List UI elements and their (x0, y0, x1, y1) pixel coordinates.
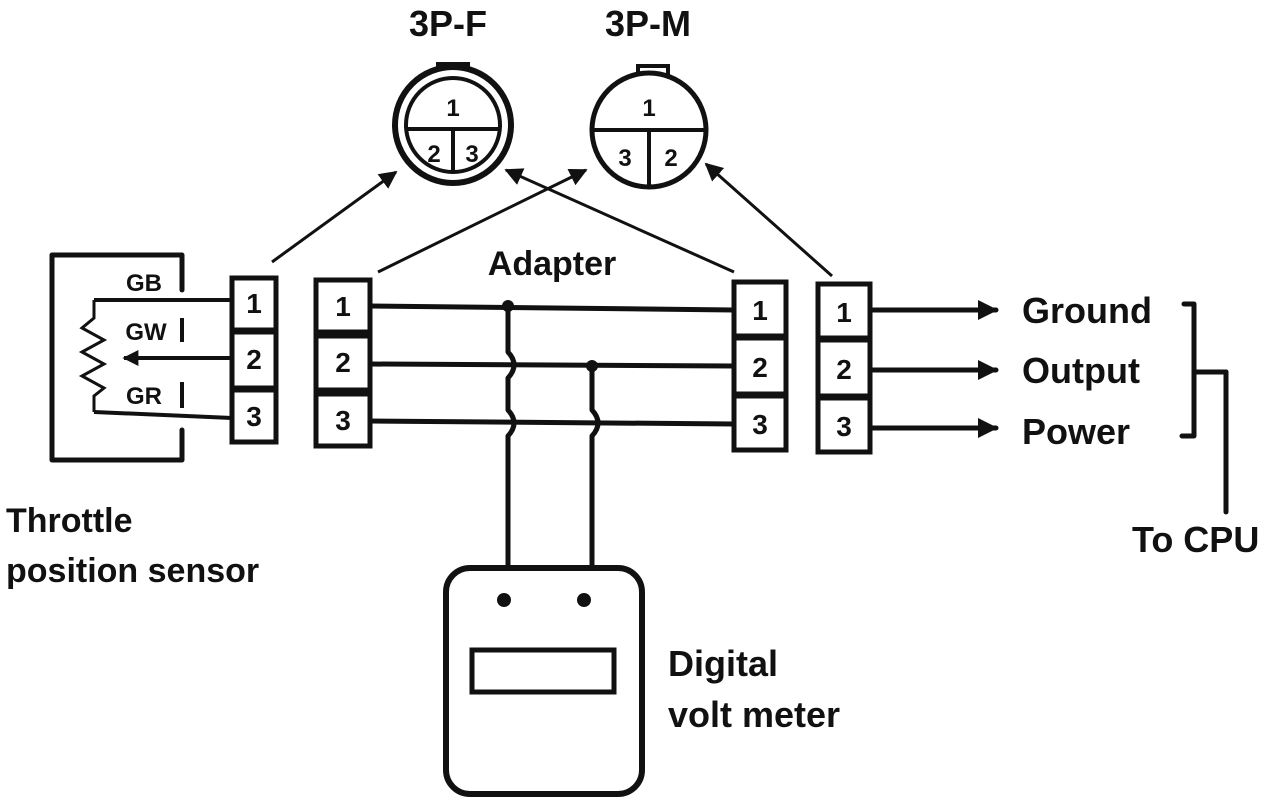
adapter-left-block: 1 2 3 (313, 277, 373, 449)
output-label-ground: Ground (1022, 290, 1152, 331)
male-pin-1: 1 (642, 95, 655, 122)
to-cpu-bracket (1179, 301, 1229, 515)
sensor-block-pin-2: 2 (246, 344, 262, 375)
adapter-right-pin-3: 3 (752, 409, 768, 440)
female-pin-1: 1 (446, 95, 459, 122)
meter-label-line2: volt meter (668, 694, 840, 735)
female-pin-2: 2 (427, 141, 440, 168)
wire-label-gw: GW (125, 319, 167, 346)
meter-probe-terminal-2 (577, 593, 591, 607)
sensor-block-to-female-arrow (271, 170, 398, 264)
adapter-right-to-female-arrow (504, 168, 735, 274)
adapter-wires (367, 300, 737, 603)
harness-connector-block: 1 2 3 (815, 281, 873, 455)
female-connector-face: 1 2 3 (392, 62, 514, 186)
adapter-label: Adapter (488, 245, 616, 283)
sensor-label-line1: Throttle (6, 502, 133, 540)
sensor-side-connector-block: 1 2 3 (229, 275, 279, 445)
sensor-block-pin-3: 3 (246, 401, 262, 432)
adapter-right-pin-1: 1 (752, 295, 768, 326)
adapter-left-pin-3: 3 (335, 405, 351, 436)
wire-label-gb: GB (126, 270, 162, 297)
male-connector-face: 1 3 2 (589, 64, 709, 190)
harness-pin-2: 2 (836, 354, 852, 385)
male-pin-3: 3 (618, 145, 631, 172)
harness-to-male-arrow (704, 162, 833, 278)
output-label-power: Power (1022, 411, 1130, 452)
meter-label-line1: Digital (668, 643, 778, 684)
output-label-output: Output (1022, 350, 1140, 391)
adapter-left-pin-2: 2 (335, 347, 351, 378)
meter-probe-terminal-1 (497, 593, 511, 607)
throttle-position-sensor: GB GW GR (49, 252, 233, 463)
female-connector-label: 3P-F (409, 3, 487, 44)
sensor-label-line2: position sensor (6, 552, 259, 590)
adapter-right-block: 1 2 3 (731, 279, 789, 453)
harness-pin-3: 3 (836, 411, 852, 442)
adapter-left-pin-1: 1 (335, 291, 351, 322)
adapter-right-pin-2: 2 (752, 352, 768, 383)
wire-label-gr: GR (126, 383, 162, 410)
female-pin-3: 3 (465, 141, 478, 168)
meter-display (469, 647, 617, 695)
male-pin-2: 2 (664, 145, 677, 172)
digital-volt-meter (443, 565, 645, 797)
adapter-left-to-male-arrow (377, 168, 588, 274)
sensor-block-pin-1: 1 (246, 288, 262, 319)
male-connector-label: 3P-M (605, 3, 691, 44)
harness-pin-1: 1 (836, 297, 852, 328)
to-cpu-label: To CPU (1132, 519, 1259, 560)
